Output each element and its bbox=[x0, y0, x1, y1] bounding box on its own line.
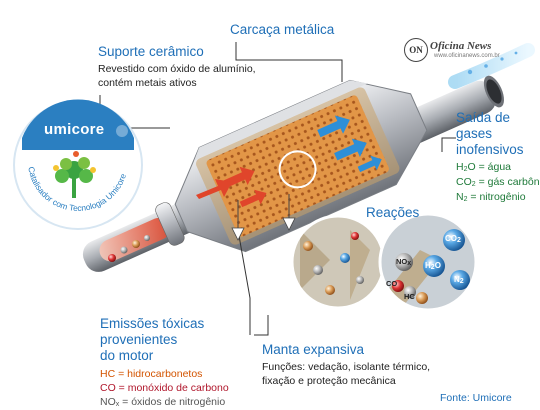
label-saida-title-line: gases bbox=[456, 126, 493, 141]
label-emissoes-title-line: do motor bbox=[100, 348, 154, 363]
logo-ring-text: Catalisador com Tecnologia Umicore bbox=[26, 166, 128, 213]
label-saida-title-line: Saída de bbox=[456, 110, 511, 125]
label-emissoes-title-line: provenientes bbox=[100, 332, 178, 347]
source-credit: Fonte: Umicore bbox=[440, 392, 512, 404]
label-suporte-desc-line: contém metais ativos bbox=[98, 77, 197, 89]
label-saida: Saída de gases inofensivos H2O = água CO… bbox=[456, 110, 540, 206]
label-manta-desc-line: fixação e proteção mecânica bbox=[262, 375, 396, 387]
label-manta: Manta expansiva Funções: vedação, isolan… bbox=[262, 342, 430, 388]
label-suporte-title: Suporte cerâmico bbox=[98, 44, 204, 59]
oficina-news-watermark: ON Oficina News www.oficinanews.com.br bbox=[404, 38, 500, 62]
label-reacoes: Reações bbox=[366, 205, 420, 220]
label-suporte-desc-line: Revestido com óxido de alumínio, bbox=[98, 63, 256, 75]
gas-item-co2: CO2 = gás carbônico bbox=[456, 176, 540, 188]
watermark-name: Oficina News bbox=[430, 40, 492, 52]
logo-ring-label: Catalisador com Tecnologia Umicore bbox=[26, 166, 128, 213]
label-manta-title: Manta expansiva bbox=[262, 342, 365, 357]
clean-gas-flow bbox=[448, 43, 535, 89]
logo-name: umicore bbox=[44, 121, 105, 138]
gas-item-h2o: H2O = água bbox=[456, 161, 511, 173]
label-carcaca-title: Carcaça metálica bbox=[230, 22, 335, 37]
molecule-n2: N2 bbox=[454, 275, 464, 285]
molecule-nox: NOx bbox=[396, 257, 412, 267]
svg-text:Catalisador com Tecnologia Umi: Catalisador com Tecnologia Umicore bbox=[26, 166, 128, 213]
emission-item-co: CO = monóxido de carbono bbox=[100, 382, 229, 394]
reaction-zoom bbox=[290, 212, 478, 312]
inlet-pipe bbox=[82, 198, 206, 272]
gas-item-n2: N2 = nitrogênio bbox=[456, 191, 526, 203]
emission-item-nox: NOx = óxidos de nitrogênio bbox=[100, 396, 226, 408]
label-emissoes-title-line: Emissões tóxicas bbox=[100, 316, 205, 331]
molecule-co2: CO2 bbox=[445, 234, 461, 244]
umicore-logo bbox=[13, 99, 143, 230]
pointer-arrows bbox=[231, 194, 296, 241]
label-emissoes: Emissões tóxicas provenientes do motor H… bbox=[100, 316, 229, 410]
toxic-gas-flow bbox=[108, 179, 232, 262]
molecule-h2o: H2O bbox=[425, 261, 441, 271]
molecule-co: CO bbox=[386, 279, 398, 288]
watermark-url: www.oficinanews.com.br bbox=[434, 53, 500, 59]
emission-item-hc: HC = hidrocarbonetos bbox=[100, 368, 203, 380]
label-suporte: Suporte cerâmico Revestido com óxido de … bbox=[98, 44, 256, 90]
label-saida-title-line: inofensivos bbox=[456, 142, 524, 157]
molecule-hc: HC bbox=[404, 292, 415, 301]
label-manta-desc-line: Funções: vedação, isolante térmico, bbox=[262, 361, 431, 373]
watermark-initials: ON bbox=[404, 38, 428, 62]
